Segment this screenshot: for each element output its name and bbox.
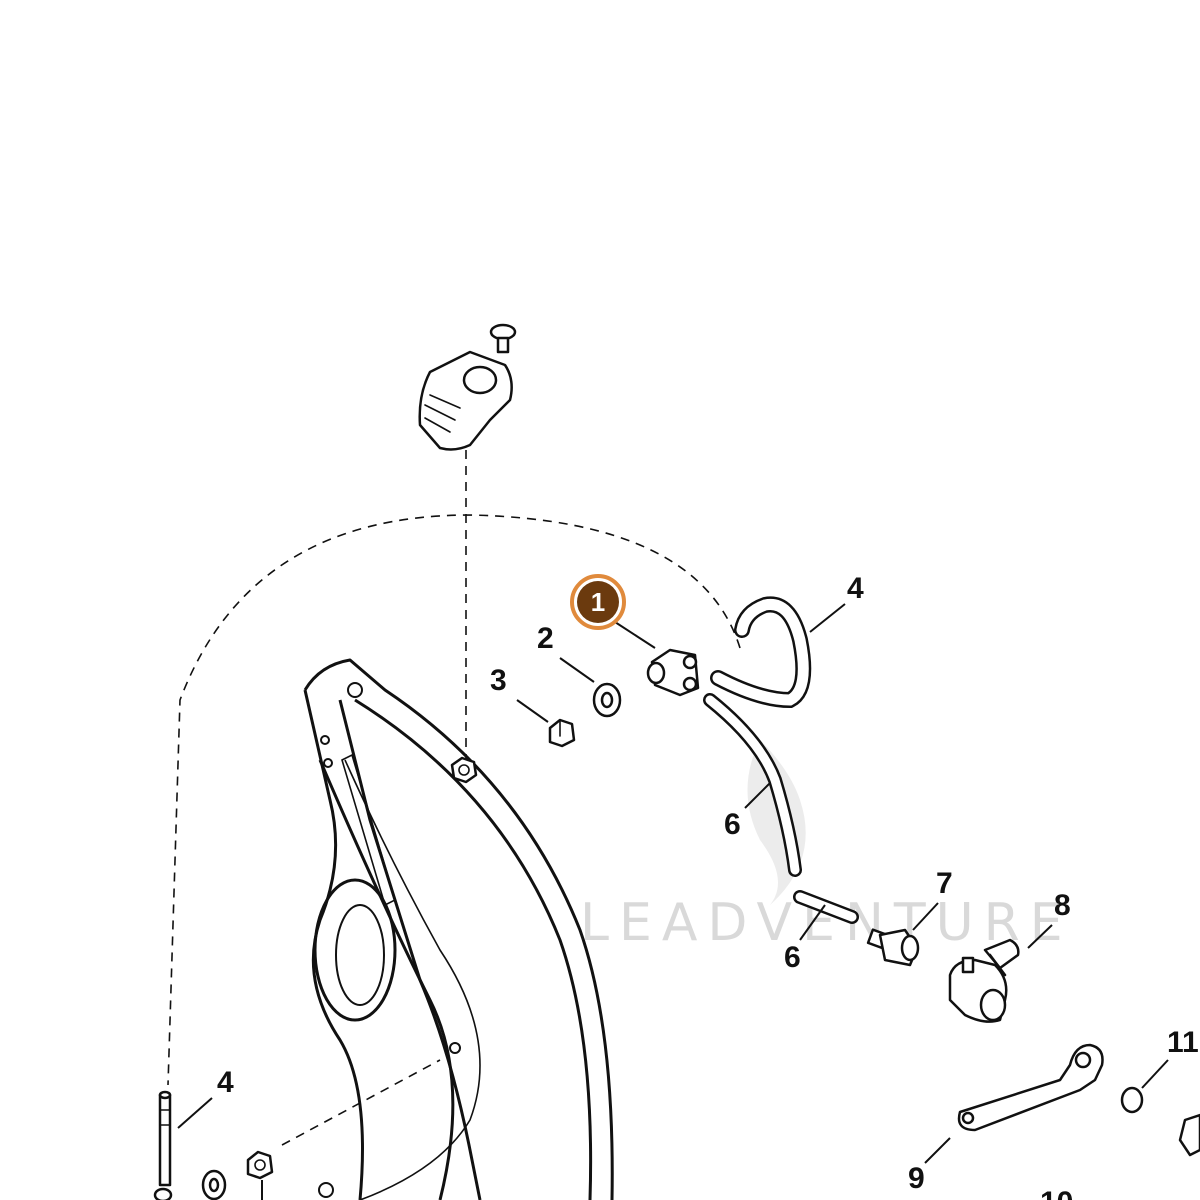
- clamp-detail: [424, 394, 461, 433]
- frame-hole: [323, 758, 333, 768]
- frame-nut: [450, 756, 478, 784]
- leader-4-left: [177, 1097, 213, 1129]
- callout-6-lower[interactable]: 6: [784, 941, 801, 974]
- callout-2[interactable]: 2: [537, 622, 554, 655]
- leader-1: [614, 621, 656, 649]
- frame-outer: [303, 658, 614, 1200]
- dashed-diagonal: [281, 1059, 441, 1146]
- clamp-bore: [462, 365, 498, 395]
- washer-left: [201, 1169, 227, 1200]
- frame-bottom-bolt: [318, 1182, 334, 1198]
- nut-left: [246, 1150, 274, 1180]
- washer-part-2: [592, 682, 622, 718]
- hose-part-6-lower: [793, 890, 859, 924]
- frame-top-bolt: [347, 682, 363, 698]
- handle-frame: [303, 658, 614, 1200]
- frame-inner: [303, 689, 364, 1200]
- oring-part-11: [1120, 1086, 1144, 1114]
- frame-outer-2: [354, 698, 593, 1200]
- clamp-body: [418, 350, 513, 451]
- callout-9[interactable]: 9: [908, 1162, 925, 1195]
- nipple-part-7: [866, 928, 920, 967]
- frame-slot: [341, 753, 396, 907]
- callout-11[interactable]: 11: [1167, 1026, 1199, 1059]
- valve-part-8: [948, 938, 1020, 1023]
- callout-10[interactable]: 10: [1040, 1186, 1073, 1200]
- callouts: 2 3 4 6 6 7 8 4 9 10 11: [217, 572, 1199, 1200]
- callout-6-upper[interactable]: 6: [724, 808, 741, 841]
- callout-3[interactable]: 3: [490, 664, 507, 697]
- frame-ring: [313, 878, 397, 1022]
- hose-part-6-upper: [703, 693, 802, 877]
- callout-8[interactable]: 8: [1054, 889, 1071, 922]
- dashed-curve: [167, 514, 741, 1086]
- watermark-flame-icon: [747, 740, 806, 905]
- callout-4-left[interactable]: 4: [217, 1066, 234, 1099]
- callout-1-label: 1: [591, 587, 605, 617]
- leader-3: [516, 699, 549, 723]
- callout-7[interactable]: 7: [936, 867, 953, 900]
- leader-7: [912, 902, 939, 931]
- leader-6-upper: [744, 782, 771, 809]
- leader-4-top: [809, 603, 846, 633]
- frame-hole: [320, 735, 330, 745]
- fitting-part-1: [646, 648, 700, 697]
- leader-2: [559, 657, 595, 683]
- bracket-part-9: [957, 1043, 1104, 1132]
- callout-1-fill: [577, 581, 619, 623]
- leader-11: [1141, 1059, 1169, 1089]
- callout-1-badge[interactable]: 1: [570, 574, 626, 630]
- nut-part-3: [548, 718, 576, 748]
- frame-inner-3: [318, 759, 455, 1200]
- clamp-screw: [489, 323, 517, 354]
- frame-ring-inner: [335, 904, 385, 1006]
- leader-lines: [177, 603, 1169, 1200]
- leader-6-lower: [799, 904, 826, 941]
- mounting-clamp: [418, 323, 517, 451]
- hose-part-4: [710, 596, 812, 709]
- leader-8: [1027, 924, 1053, 949]
- frame-inner-4: [344, 759, 481, 1200]
- rod-part-4-left: [153, 1090, 173, 1200]
- fitting-part-10: [1178, 1113, 1200, 1157]
- frame-hole: [449, 1042, 461, 1054]
- leader-9: [924, 1137, 951, 1164]
- callout-4-top[interactable]: 4: [847, 572, 864, 605]
- watermark: LEADVENTURE: [580, 740, 1063, 953]
- assembly-lines: [167, 450, 741, 1146]
